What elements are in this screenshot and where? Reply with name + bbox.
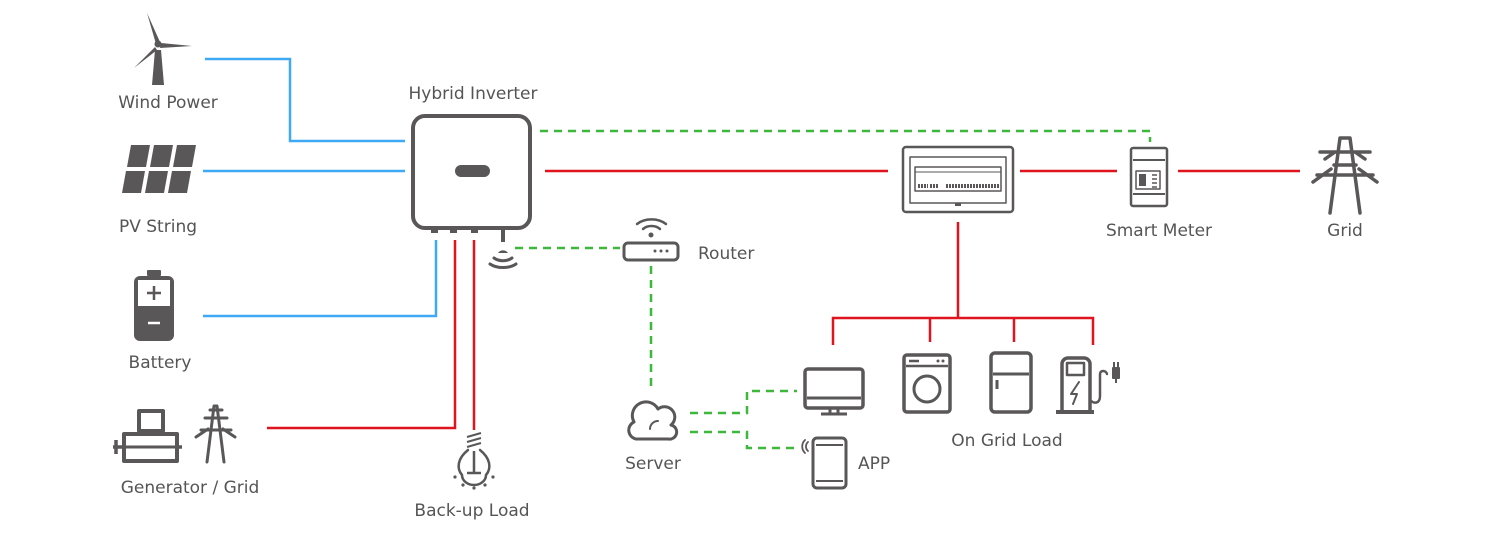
pv-string-label: PV String: [119, 217, 197, 237]
wind-power-label: Wind Power: [118, 93, 218, 113]
solar-panel-icon: [122, 145, 196, 193]
hybrid-inverter-label: Hybrid Inverter: [409, 84, 538, 104]
battery-line: [203, 240, 438, 318]
wind-line: [205, 57, 405, 143]
washing-machine-icon: [902, 353, 952, 414]
server-to-app-comm: [690, 430, 797, 450]
monitor-icon: [803, 367, 865, 416]
app-label: APP: [858, 454, 890, 474]
ac-connections: [267, 169, 1300, 430]
generator-grid-label: Generator / Grid: [121, 478, 260, 498]
battery-label: Battery: [129, 353, 192, 373]
generator-icon: [113, 409, 182, 463]
wifi-icon: [488, 250, 518, 270]
load-bus-horizontal: [831, 316, 1095, 345]
smart-meter-icon: [1129, 146, 1169, 208]
server-label: Server: [625, 454, 681, 474]
inverter-to-meter-comm: [540, 129, 1152, 142]
dc-connections: [203, 57, 438, 318]
grid-label: Grid: [1327, 221, 1363, 241]
on-grid-load-label: On Grid Load: [951, 431, 1062, 451]
router-icon: [622, 218, 680, 262]
smart-meter-label: Smart Meter: [1106, 221, 1212, 241]
server-to-monitor-comm: [690, 389, 797, 415]
battery-icon: [134, 270, 174, 341]
backup-load-label: Back-up Load: [414, 501, 529, 521]
cloud-icon: [627, 400, 679, 441]
grid-pylon-icon: [1311, 136, 1379, 215]
wind-turbine-icon: [134, 13, 192, 85]
phone-icon: [801, 436, 848, 490]
pylon-icon: [194, 404, 237, 464]
light-bulb-icon: [453, 432, 495, 490]
generator-line: [267, 240, 457, 430]
inverter-icon: [411, 114, 532, 242]
ev-charger-icon: [1056, 356, 1120, 414]
fridge-icon: [989, 351, 1033, 414]
comm-connections: [515, 129, 1152, 450]
router-label: Router: [698, 244, 754, 264]
distribution-box-icon: [901, 145, 1015, 214]
